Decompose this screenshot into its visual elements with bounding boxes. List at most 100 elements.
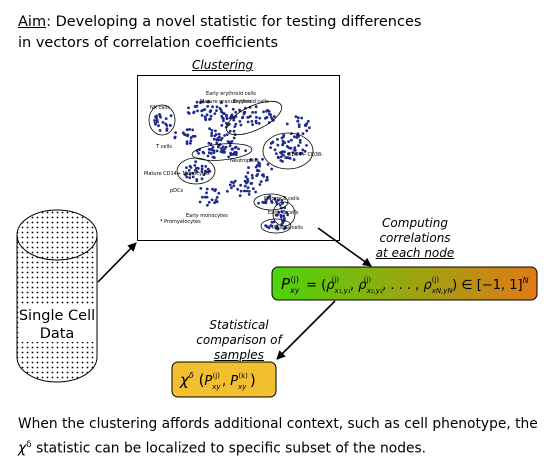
scatter-point: [292, 158, 296, 162]
scatter-point: [201, 195, 204, 199]
scatter-point: [280, 136, 284, 140]
scatter-point: [258, 164, 261, 168]
bottom-line-2: χδ statistic can be localized to specifi…: [18, 435, 538, 460]
cell-label-early-erythroid: Early erythroid cells: [206, 91, 256, 97]
aim-line-1-text: : Developing a novel statistic for testi…: [46, 14, 422, 30]
scatter-point: [245, 189, 249, 193]
scatter-point: [217, 145, 220, 149]
scatter-point: [220, 149, 224, 152]
scatter-point: [249, 158, 253, 162]
scatter-point: [251, 176, 254, 180]
scatter-point: [272, 115, 276, 118]
scatter-point: [247, 193, 251, 196]
scatter-point: [278, 203, 282, 207]
statistical-comparison-label: Statistical comparison of samples: [190, 318, 288, 363]
scatter-point: [257, 122, 261, 125]
nk-cluster-outline: [148, 104, 176, 136]
scatter-point: [225, 133, 229, 136]
early-b-cluster-outline: [272, 201, 296, 227]
scatter-point: [286, 156, 290, 160]
scatter-point: [229, 153, 233, 157]
scatter-point: [200, 114, 204, 117]
scatter-point: [193, 105, 197, 108]
scatter-point: [293, 148, 296, 152]
statistical-line-3: samples: [214, 348, 264, 362]
scatter-point: [217, 191, 221, 195]
scatter-point: [189, 139, 193, 143]
scatter-point: [246, 177, 249, 181]
cell-label-plasma: Plasma cells: [272, 225, 303, 231]
scatter-point: [270, 167, 274, 171]
scatter-point: [239, 183, 242, 187]
scatter-point: [277, 198, 280, 202]
scatter-point: [169, 124, 172, 127]
scatter-point: [256, 164, 259, 167]
scatter-point: [250, 174, 254, 177]
scatter-point: [262, 110, 265, 114]
scatter-point: [221, 116, 225, 120]
scatter-point: [270, 220, 274, 224]
scatter-point: [247, 190, 251, 193]
cell-label-nk: NK cells: [150, 105, 170, 111]
aim-label: Aim: [18, 14, 47, 30]
scatter-point: [247, 166, 250, 169]
scatter-point: [269, 146, 272, 149]
scatter-point: [232, 118, 236, 122]
scatter-point: [185, 142, 189, 145]
scatter-point: [244, 149, 247, 152]
aim-text: Aim: Developing a novel statistic for te…: [18, 12, 421, 54]
scatter-point: [215, 149, 219, 153]
scatter-point: [193, 164, 197, 167]
scatter-point: [308, 126, 311, 130]
scatter-point: [305, 144, 308, 147]
scatter-point: [265, 175, 269, 179]
scatter-point: [233, 146, 237, 150]
scatter-point: [264, 198, 268, 202]
scatter-point: [216, 136, 220, 140]
scatter-point: [289, 146, 293, 150]
scatter-point: [233, 179, 237, 183]
cylinder-line-2: Data: [40, 326, 75, 342]
scatter-point: [224, 145, 228, 149]
scatter-point: [213, 201, 216, 205]
scatter-point: [214, 129, 217, 133]
scatter-point: [246, 186, 250, 189]
scatter-point: [296, 119, 300, 123]
scatter-point: [261, 173, 264, 177]
scatter-point: [189, 141, 192, 145]
scatter-point: [188, 128, 192, 131]
scatter-point: [193, 168, 197, 172]
cell-label-t: T cells: [155, 144, 172, 150]
scatter-point: [276, 143, 280, 147]
computing-correlations-label: Computing correlations at each node: [372, 216, 458, 261]
scatter-point: [234, 110, 238, 114]
scatter-point: [224, 104, 228, 108]
scatter-point: [254, 158, 258, 161]
scatter-point: [211, 105, 214, 109]
scatter-point: [215, 105, 219, 109]
scatter-point: [211, 146, 215, 149]
scatter-point: [265, 179, 268, 182]
scatter-point: [184, 173, 187, 176]
mature-b-cluster-outline: [253, 193, 289, 211]
scatter-point: [212, 137, 216, 141]
chi-formula: χδ (Pxy(j), Pxy(k)): [179, 371, 256, 391]
scatter-point: [280, 210, 284, 214]
scatter-point: [209, 152, 213, 155]
scatter-point: [226, 140, 230, 143]
scatter-point: [211, 155, 215, 159]
cell-label-erythroid: Erythroid cells: [233, 99, 269, 105]
scatter-point: [238, 194, 242, 197]
scatter-point: [301, 148, 305, 152]
scatter-point: [222, 119, 225, 123]
scatter-point: [243, 110, 247, 114]
scatter-point: [157, 124, 160, 128]
scatter-point: [200, 177, 204, 181]
scatter-point: [201, 108, 205, 112]
scatter-point: [282, 153, 285, 157]
scatter-point: [221, 111, 225, 115]
scatter-point: [273, 197, 277, 200]
scatter-point: [232, 129, 236, 133]
scatter-point: [191, 171, 195, 175]
scatter-point: [239, 123, 243, 127]
